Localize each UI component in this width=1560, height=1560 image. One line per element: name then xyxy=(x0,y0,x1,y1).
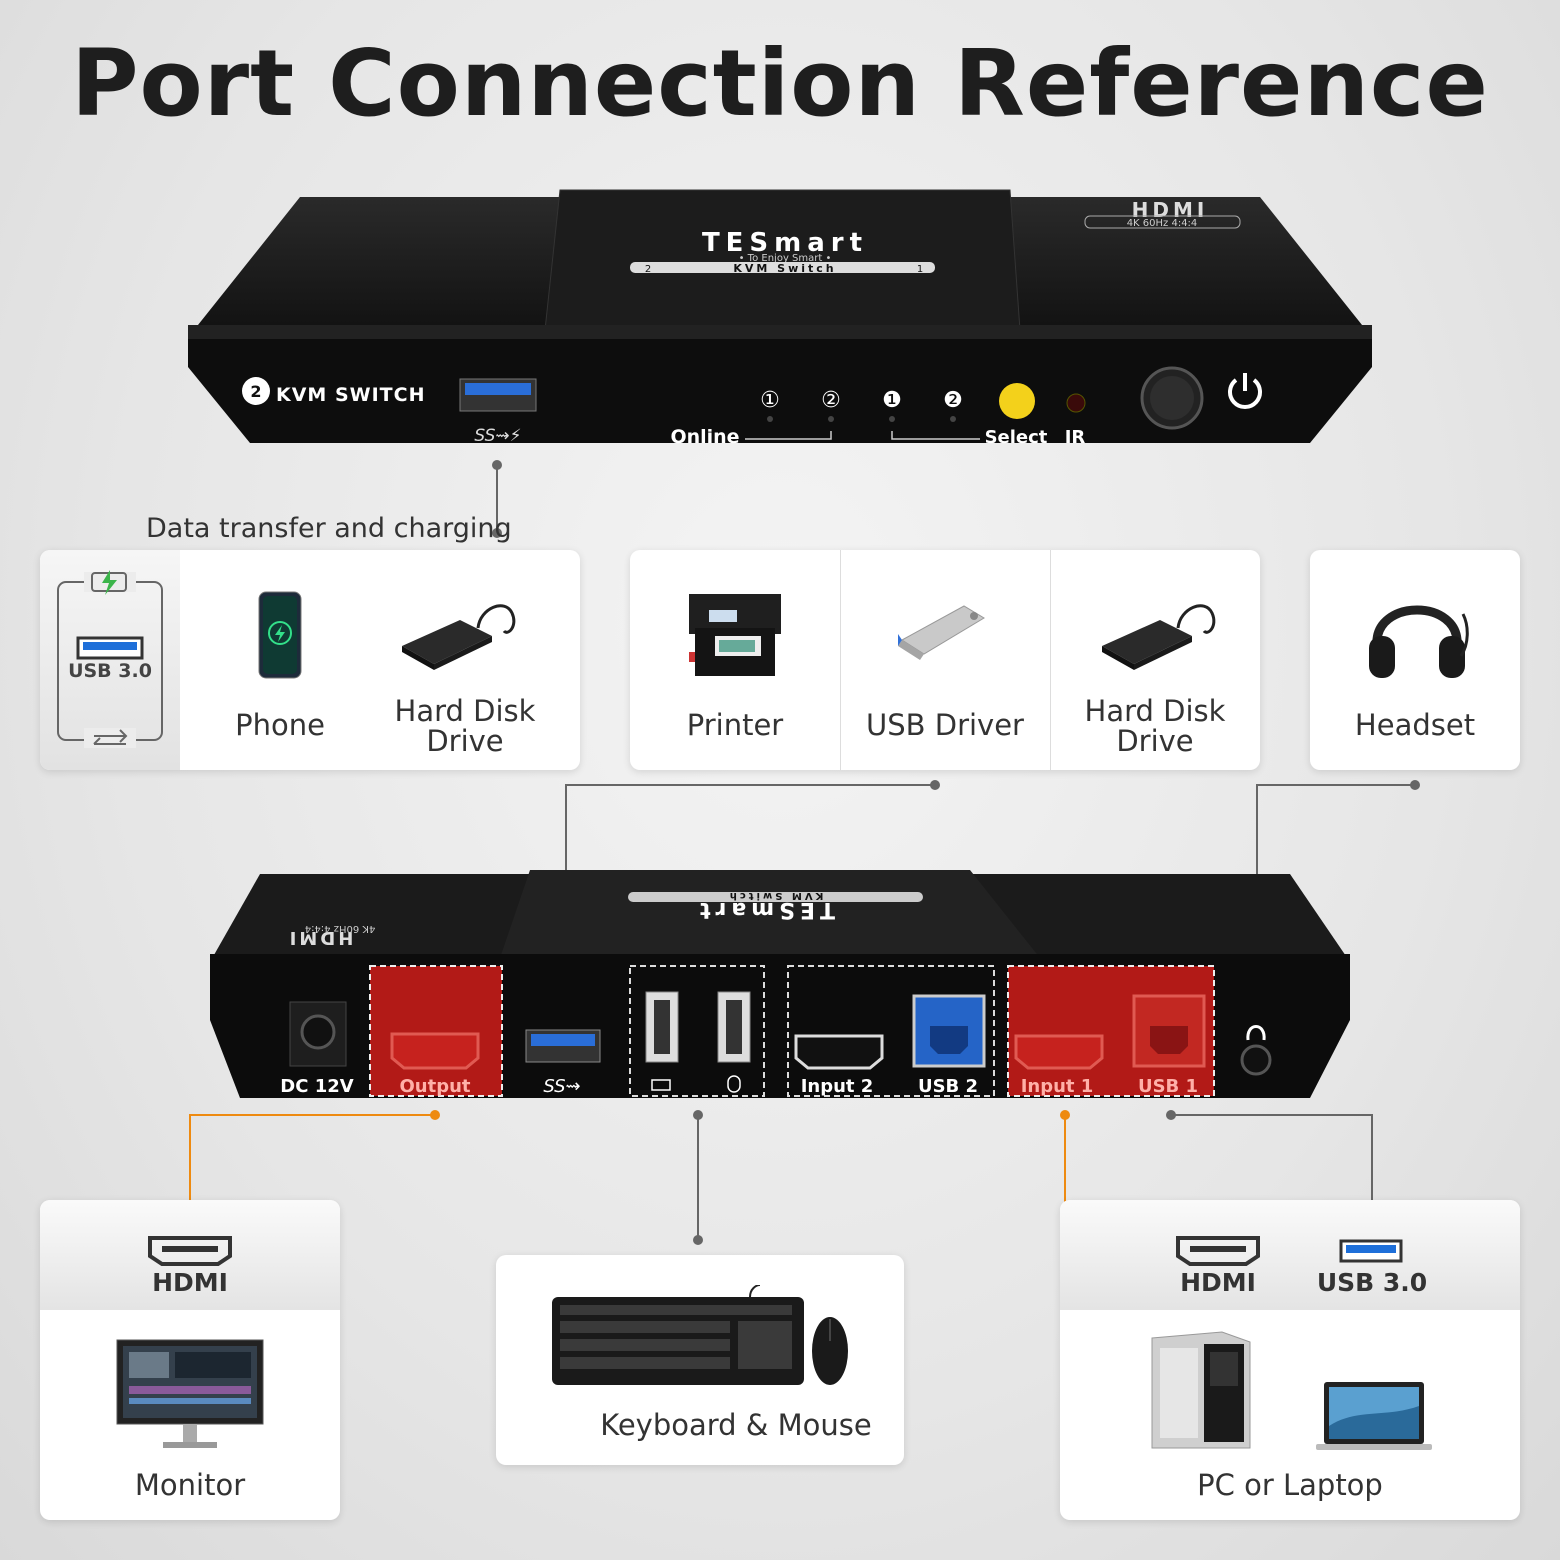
ir-sensor xyxy=(1066,393,1086,413)
kvm-badge: 2 xyxy=(250,382,261,401)
usb2-label: USB 2 xyxy=(918,1076,978,1097)
keyboard-card: Keyboard & Mouse xyxy=(496,1255,904,1465)
kvm-logo: KVM SWITCH xyxy=(276,384,425,406)
hard-disk-drive-icon xyxy=(402,604,516,670)
hdmi-input1-port[interactable] xyxy=(1014,1034,1104,1070)
usb-port-icon xyxy=(1339,1239,1403,1263)
device-label-usb-driver: USB Driver xyxy=(866,708,1024,742)
headset-card: Headset xyxy=(1310,550,1520,770)
brand-logo: TESmart xyxy=(702,228,868,258)
device-label-keyboard-mouse: Keyboard & Mouse xyxy=(600,1408,872,1442)
rear-usb-label: SS⇝ xyxy=(543,1076,580,1097)
dc-label: DC 12V xyxy=(280,1076,353,1097)
input1-label: Input 1 xyxy=(1021,1076,1094,1097)
online-led-2: ② xyxy=(821,388,841,413)
audio-jack[interactable] xyxy=(1240,1044,1272,1076)
kvm-front-panel: TESmart • To Enjoy Smart • KVM Switch 2 … xyxy=(188,189,1372,448)
keyboard-icon xyxy=(552,1285,848,1385)
online-label: Online xyxy=(670,426,739,448)
monitor-icon xyxy=(116,1339,264,1448)
select-led-1: ❶ xyxy=(882,388,902,413)
usb-charge-badge xyxy=(57,570,163,748)
device-label-phone: Phone xyxy=(235,708,325,742)
brand-badge-right: 1 xyxy=(917,264,923,275)
mouse-icon xyxy=(727,1075,741,1093)
hdmi-input2-port[interactable] xyxy=(794,1034,884,1070)
pc-usb-label: USB 3.0 xyxy=(1316,1268,1428,1297)
device-label-hard-disk-drive-2: Hard Disk Drive xyxy=(1084,694,1226,758)
rear-hdmi-logo: HDMI xyxy=(287,927,354,948)
rear-hdmi-spec: 4K 60Hz 4:4:4 xyxy=(305,923,376,934)
usb-device-card: USB 3.0 Phone Hard Disk Drive xyxy=(40,550,580,770)
device-label-hard-disk-drive: Hard Disk Drive xyxy=(394,694,536,758)
front-usb-label: SS⇝⚡ xyxy=(474,426,521,446)
device-label-headset: Headset xyxy=(1354,708,1476,742)
device-label-printer: Printer xyxy=(686,708,784,742)
online-led-1: ① xyxy=(760,388,780,413)
brand-tagline: • To Enjoy Smart • xyxy=(739,253,832,264)
headphone-icon xyxy=(1246,1025,1266,1041)
monitor-port-label: HDMI xyxy=(152,1268,228,1297)
usb-middle-card: Printer USB Driver Hard Disk Drive xyxy=(630,550,1260,770)
select-button[interactable] xyxy=(999,383,1035,419)
kvm-rear-panel: TESmart KVM Switch HDMI 4K 60Hz 4:4:4 DC… xyxy=(210,870,1350,1098)
pc-tower-icon xyxy=(1151,1331,1251,1449)
usb-drive-icon xyxy=(898,605,985,660)
brand-bar: KVM Switch xyxy=(733,262,836,275)
hdmi-port-icon xyxy=(148,1236,232,1266)
dc-jack[interactable] xyxy=(300,1014,336,1050)
printer-icon xyxy=(689,594,781,676)
keyboard-icon xyxy=(651,1079,671,1091)
hdmi-output-port[interactable] xyxy=(390,1032,480,1070)
hard-disk-drive-icon xyxy=(1102,604,1216,670)
laptop-icon xyxy=(1316,1382,1432,1450)
select-led-2: ❷ xyxy=(943,388,963,413)
headset-icon xyxy=(1369,605,1469,678)
monitor-card: HDMI Monitor xyxy=(40,1200,340,1520)
hdmi-port-icon xyxy=(1176,1236,1260,1266)
usb-note: Data transfer and charging xyxy=(146,513,512,544)
usb1-label: USB 1 xyxy=(1138,1076,1198,1097)
output-label: Output xyxy=(399,1076,470,1097)
pc-hdmi-label: HDMI xyxy=(1180,1268,1256,1297)
select-label: Select xyxy=(985,427,1048,448)
brand-badge-left: 2 xyxy=(645,264,651,275)
ir-label: IR xyxy=(1065,427,1086,448)
pc-card: HDMI USB 3.0 PC or Laptop xyxy=(1060,1200,1520,1520)
input2-label: Input 2 xyxy=(801,1076,874,1097)
hdmi-logo: HDMI xyxy=(1132,198,1209,222)
hdmi-spec: 4K 60Hz 4:4:4 xyxy=(1127,218,1198,229)
device-label-pc-laptop: PC or Laptop xyxy=(1197,1468,1383,1502)
sync-icon xyxy=(93,729,128,745)
charging-icon xyxy=(91,570,127,595)
usb-badge-label: USB 3.0 xyxy=(68,660,152,682)
rear-brand-bar: KVM Switch xyxy=(727,890,824,901)
power-icon[interactable] xyxy=(1228,373,1262,409)
usb-port-icon xyxy=(76,636,144,660)
device-label-monitor: Monitor xyxy=(134,1468,246,1502)
phone-icon xyxy=(258,591,302,679)
page-title: Port Connection Reference xyxy=(71,30,1489,137)
